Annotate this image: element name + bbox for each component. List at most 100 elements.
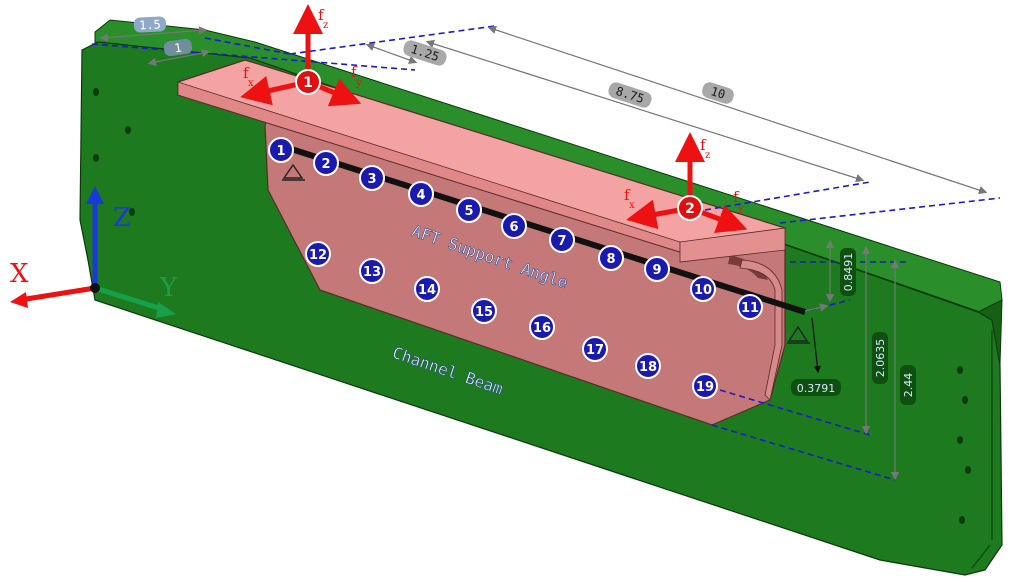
dimension-lines xyxy=(99,25,988,481)
fastener-number: 13 xyxy=(363,265,381,280)
fastener-circle xyxy=(737,294,763,320)
fastener-marker: 8 xyxy=(598,245,624,271)
dim-label-0-8491: 0.8491 xyxy=(842,253,855,292)
fy-sub: y xyxy=(355,78,362,89)
x-axis-arrow xyxy=(19,285,96,303)
fastener-number: 11 xyxy=(741,301,759,316)
fastener-number: 15 xyxy=(475,305,493,320)
fastener-circle xyxy=(414,276,440,302)
fastener-marker: 6 xyxy=(501,213,527,239)
fastener-circle xyxy=(471,298,497,324)
dim-badge xyxy=(608,82,652,108)
fastener-number: 1 xyxy=(276,144,285,159)
fastener-number: 19 xyxy=(696,380,714,395)
fastener-marker: 2 xyxy=(313,150,339,176)
load-id: 1 xyxy=(303,75,313,91)
load-marker xyxy=(677,195,703,221)
fz-label: f xyxy=(700,136,707,154)
fastener-circle xyxy=(408,181,434,207)
fastener-circle xyxy=(598,245,624,271)
dim-badge xyxy=(403,40,447,66)
fastener-number: 7 xyxy=(557,234,566,249)
fz-sub: z xyxy=(705,150,710,161)
fastener-number: 5 xyxy=(464,204,473,219)
fastener-marker: 11 xyxy=(737,294,763,320)
fy-sub: y xyxy=(737,203,744,214)
fastener-marker: 5 xyxy=(456,197,482,223)
fastener-circle xyxy=(359,258,385,284)
dim-label-1-5: 1.5 xyxy=(139,17,161,32)
dim-label-2-0635: 2.0635 xyxy=(874,339,887,378)
y-axis-arrow xyxy=(94,285,166,313)
dim-badge xyxy=(900,365,916,405)
coordinate-triad: Z X Y xyxy=(10,186,178,318)
dim-badge xyxy=(840,248,856,296)
fastener-marker: 16 xyxy=(529,314,555,340)
fastener-marker: 12 xyxy=(305,241,331,267)
fastener-number: 18 xyxy=(639,360,657,375)
fastener-marker: 13 xyxy=(359,258,385,284)
fastener-number: 4 xyxy=(416,188,425,203)
fastener-circle xyxy=(313,150,339,176)
dimension-labels: 1.5 1 1.25 8.75 10 0.8491 2.0635 2.44 xyxy=(133,16,916,405)
fastener-number: 16 xyxy=(533,321,551,336)
fastener-circle xyxy=(268,137,294,163)
x-axis-label: X xyxy=(10,259,29,289)
origin-dot xyxy=(90,283,100,293)
fastener-marker: 17 xyxy=(582,336,608,362)
dim-badge xyxy=(133,16,167,33)
fastener-marker: 19 xyxy=(692,373,718,399)
dim-badge xyxy=(702,82,734,104)
fastener-circle xyxy=(305,241,331,267)
fastener-circle xyxy=(501,213,527,239)
fx-label: f xyxy=(624,186,631,204)
fastener-number: 6 xyxy=(509,220,518,235)
z-axis-label: Z xyxy=(113,203,131,233)
fastener-number: 2 xyxy=(321,157,330,172)
fastener-number: 12 xyxy=(309,248,327,263)
fastener-number: 17 xyxy=(586,343,604,358)
fastener-marker: 10 xyxy=(690,276,716,302)
fastener-circle xyxy=(692,373,718,399)
fastener-number: 14 xyxy=(418,283,436,298)
fz-sub: z xyxy=(323,20,328,31)
fastener-number: 10 xyxy=(694,283,712,298)
fastener-circle xyxy=(582,336,608,362)
fastener-circle xyxy=(456,197,482,223)
fastener-marker: 15 xyxy=(471,298,497,324)
fx-label: f xyxy=(243,64,250,82)
dim-badge xyxy=(791,379,841,396)
fastener-marker: 4 xyxy=(408,181,434,207)
dim-label-2-44: 2.44 xyxy=(902,373,915,398)
load-id: 2 xyxy=(685,201,695,217)
fy-label: f xyxy=(351,63,358,81)
dim-label-1: 1 xyxy=(173,41,182,56)
fastener-number: 9 xyxy=(652,263,661,278)
dim-badge xyxy=(872,332,888,384)
reference-lines xyxy=(91,25,1001,481)
y-axis-label: Y xyxy=(159,273,178,303)
fz-label: f xyxy=(318,6,325,24)
fastener-circle xyxy=(644,256,670,282)
fastener-marker: 18 xyxy=(635,353,661,379)
fy-label: f xyxy=(733,188,740,206)
fastener-circle xyxy=(359,165,385,191)
dim-label-0-3791: 0.3791 xyxy=(797,382,836,395)
fastener-marker: 7 xyxy=(549,227,575,253)
fastener-number: 3 xyxy=(367,172,376,187)
load-point-1: 1 f z f x f y xyxy=(240,4,362,107)
fastener-number: 8 xyxy=(606,252,615,267)
fastener-marker: 14 xyxy=(414,276,440,302)
load-marker xyxy=(295,69,321,95)
fx-sub: x xyxy=(248,78,254,89)
fx-sub: x xyxy=(629,200,635,211)
fastener-circle xyxy=(529,314,555,340)
fastener-marker: 1 xyxy=(268,137,294,163)
fastener-circle xyxy=(549,227,575,253)
fastener-marker: 9 xyxy=(644,256,670,282)
fastener-circle xyxy=(635,353,661,379)
load-point-2: 2 f z f x f y xyxy=(624,132,748,234)
